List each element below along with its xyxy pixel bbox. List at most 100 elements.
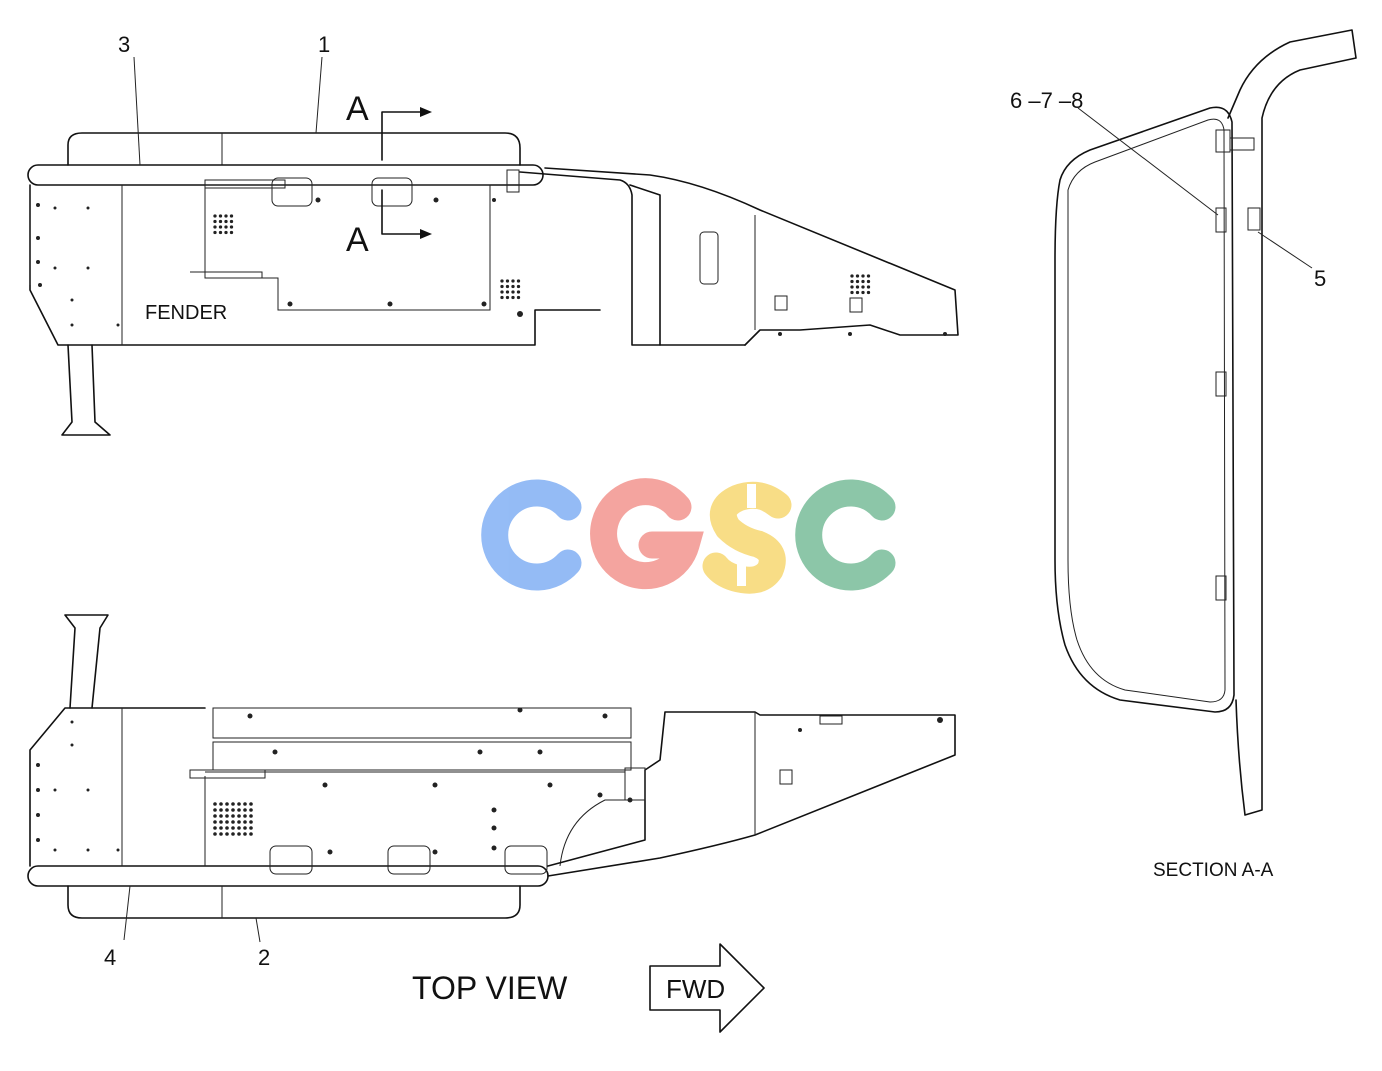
grille-hole <box>861 290 865 295</box>
grille-hole <box>511 295 515 300</box>
grille-hole <box>249 826 253 830</box>
callout-1: 1 <box>318 32 330 57</box>
grille-hole <box>213 802 217 806</box>
grille-hole <box>237 832 241 836</box>
grille-hole <box>249 814 253 818</box>
upper-grille-right <box>500 279 521 300</box>
callout-3: 3 <box>118 32 130 57</box>
grille-hole <box>243 802 247 806</box>
grille-hole <box>213 826 217 830</box>
grille-hole <box>218 225 223 229</box>
grille-hole <box>861 274 865 278</box>
grille-hole <box>243 832 247 836</box>
grille-hole <box>213 814 217 818</box>
grille-hole <box>213 214 217 218</box>
grille-hole <box>511 279 515 283</box>
grille-hole <box>511 284 515 289</box>
fwd-label: FWD <box>666 974 725 1004</box>
top-view-label: TOP VIEW <box>412 970 568 1006</box>
grille-hole <box>855 274 860 278</box>
upper-fender-rivets <box>36 197 947 336</box>
grille-hole <box>213 230 217 235</box>
grille-hole <box>229 230 234 235</box>
section-label: SECTION A-A <box>1153 860 1274 881</box>
grille-hole <box>516 295 521 300</box>
grille-hole <box>511 290 515 294</box>
grille-hole <box>850 285 854 289</box>
grille-hole <box>229 214 234 218</box>
grille-hole <box>225 832 229 836</box>
grille-hole <box>516 279 521 283</box>
cgsc-watermark-logo <box>481 478 896 594</box>
grille-hole <box>516 284 521 289</box>
grille-hole <box>505 279 510 283</box>
grille-hole <box>231 802 235 806</box>
grille-hole <box>229 219 234 224</box>
upper-grille-tail <box>850 274 871 295</box>
grille-hole <box>213 820 217 824</box>
grille-hole <box>855 285 860 289</box>
grille-hole <box>249 832 253 836</box>
grille-hole <box>231 826 235 830</box>
section-cut-line <box>381 107 432 239</box>
callout-2: 2 <box>258 945 270 970</box>
grille-hole <box>225 826 229 830</box>
grille-hole <box>237 808 241 812</box>
grille-hole <box>237 814 241 818</box>
fwd-arrow: FWD <box>649 943 765 1033</box>
grille-hole <box>243 808 247 812</box>
callout-4: 4 <box>104 945 116 970</box>
grille-hole <box>231 832 235 836</box>
grille-hole <box>218 230 223 235</box>
grille-hole <box>218 219 223 224</box>
grille-hole <box>866 290 871 295</box>
grille-hole <box>213 808 217 812</box>
grille-hole <box>224 219 228 224</box>
grille-hole <box>866 285 871 289</box>
grille-hole <box>855 290 860 295</box>
grille-hole <box>243 826 247 830</box>
grille-hole <box>225 814 229 818</box>
grille-hole <box>224 225 228 229</box>
grille-hole <box>500 284 504 289</box>
grille-hole <box>237 820 241 824</box>
grille-hole <box>500 295 504 300</box>
grille-hole <box>219 808 223 812</box>
grille-hole <box>218 214 223 218</box>
grille-hole <box>225 802 229 806</box>
grille-hole <box>229 225 234 229</box>
section-a-a-drawing <box>1054 29 1357 816</box>
grille-hole <box>861 279 865 284</box>
grille-hole <box>243 820 247 824</box>
grille-hole <box>505 290 510 294</box>
grille-hole <box>231 808 235 812</box>
grille-hole <box>243 814 247 818</box>
grille-hole <box>500 279 504 283</box>
grille-hole <box>231 820 235 824</box>
grille-hole <box>249 820 253 824</box>
grille-hole <box>866 274 871 278</box>
grille-hole <box>850 290 854 295</box>
grille-hole <box>219 814 223 818</box>
fender-label: FENDER <box>145 302 227 324</box>
grille-hole <box>213 219 217 224</box>
grille-hole <box>500 290 504 294</box>
grille-hole <box>249 802 253 806</box>
grille-hole <box>219 820 223 824</box>
grille-hole <box>516 290 521 294</box>
section-marker-top: A <box>346 90 369 128</box>
grille-hole <box>213 225 217 229</box>
grille-hole <box>850 279 854 284</box>
grille-hole <box>213 832 217 836</box>
upper-grille-left <box>213 214 234 235</box>
grille-hole <box>505 295 510 300</box>
upper-fender-assembly <box>27 132 959 436</box>
grille-hole <box>505 284 510 289</box>
grille-hole <box>225 808 229 812</box>
callout-6-7-8: 6 –7 –8 <box>1010 88 1083 113</box>
grille-hole <box>231 814 235 818</box>
callout-5: 5 <box>1314 266 1326 291</box>
lower-fender-rivets <box>36 707 943 855</box>
grille-hole <box>219 832 223 836</box>
